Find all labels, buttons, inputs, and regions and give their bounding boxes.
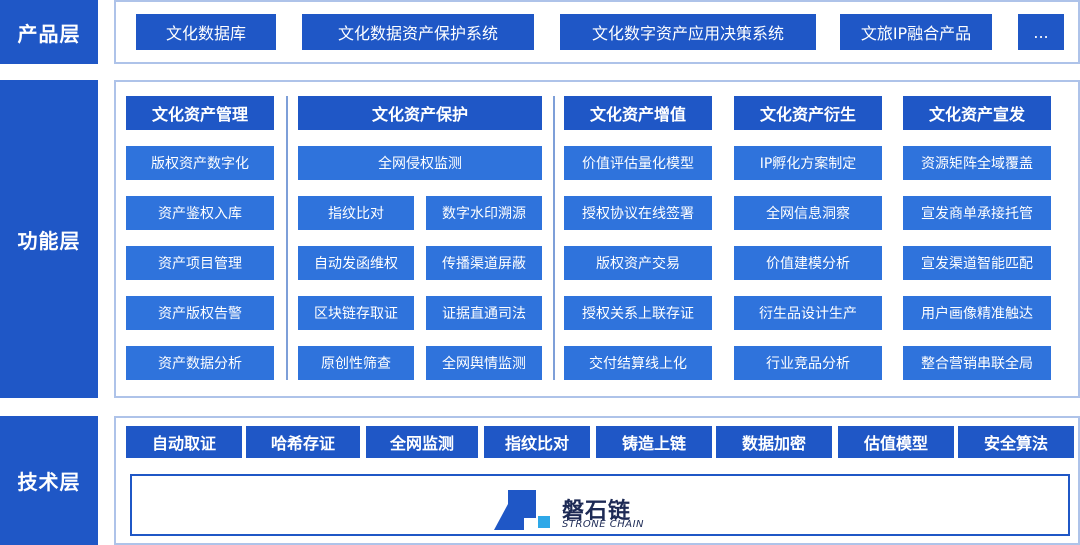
brand-name-en: STRONE CHAIN [562,519,645,530]
function-item: 资源矩阵全域覆盖 [903,146,1051,180]
function-item: 资产项目管理 [126,246,274,280]
function-item: 资产版权告警 [126,296,274,330]
function-panel [114,80,1080,398]
function-item: 整合营销串联全局 [903,346,1051,380]
layer-label-function: 功能层 [0,80,98,398]
function-item: 衍生品设计生产 [734,296,882,330]
product-box: 文化数字资产应用决策系统 [560,14,816,50]
column-divider [553,96,555,380]
tech-item: 安全算法 [958,426,1074,458]
product-box-more: ... [1018,14,1064,50]
layer-label-tech: 技术层 [0,416,98,545]
function-item: 授权协议在线签署 [564,196,712,230]
function-item: 资产鉴权入库 [126,196,274,230]
product-panel: 文化数据库 文化数据资产保护系统 文化数字资产应用决策系统 文旅IP融合产品 .… [114,0,1080,64]
function-item: 交付结算线上化 [564,346,712,380]
column-title: 文化资产保护 [298,96,542,130]
product-box: 文旅IP融合产品 [840,14,992,50]
function-item: 数字水印溯源 [426,196,542,230]
function-item: 全网舆情监测 [426,346,542,380]
column-title: 文化资产管理 [126,96,274,130]
tech-item: 哈希存证 [246,426,360,458]
column-title: 文化资产衍生 [734,96,882,130]
function-item: 自动发函维权 [298,246,414,280]
function-item: 宣发商单承接托管 [903,196,1051,230]
column-divider [286,96,288,380]
tech-item: 数据加密 [716,426,832,458]
function-item: 证据直通司法 [426,296,542,330]
function-item: 全网信息洞察 [734,196,882,230]
column-title: 文化资产宣发 [903,96,1051,130]
function-item: 宣发渠道智能匹配 [903,246,1051,280]
function-item: 区块链存取证 [298,296,414,330]
product-box: 文化数据资产保护系统 [302,14,534,50]
tech-item: 估值模型 [838,426,954,458]
function-item: 版权资产数字化 [126,146,274,180]
tech-item: 自动取证 [126,426,242,458]
tech-item: 指纹比对 [484,426,590,458]
product-box: 文化数据库 [136,14,276,50]
function-item: 价值评估量化模型 [564,146,712,180]
brand-name-cn: 磐石链 [562,499,632,524]
function-item: 授权关系上联存证 [564,296,712,330]
layer-label-product: 产品层 [0,0,98,64]
function-item: 资产数据分析 [126,346,274,380]
function-item: 全网侵权监测 [298,146,542,180]
function-item: 传播渠道屏蔽 [426,246,542,280]
column-title: 文化资产增值 [564,96,712,130]
function-item: 用户画像精准触达 [903,296,1051,330]
function-item: 版权资产交易 [564,246,712,280]
function-item: 行业竞品分析 [734,346,882,380]
tech-item: 全网监测 [366,426,478,458]
function-item: 指纹比对 [298,196,414,230]
strone-chain-logo-icon [494,490,550,530]
tech-item: 铸造上链 [596,426,712,458]
brand-box [130,474,1070,536]
function-item: IP孵化方案制定 [734,146,882,180]
function-item: 价值建模分析 [734,246,882,280]
function-item: 原创性筛查 [298,346,414,380]
